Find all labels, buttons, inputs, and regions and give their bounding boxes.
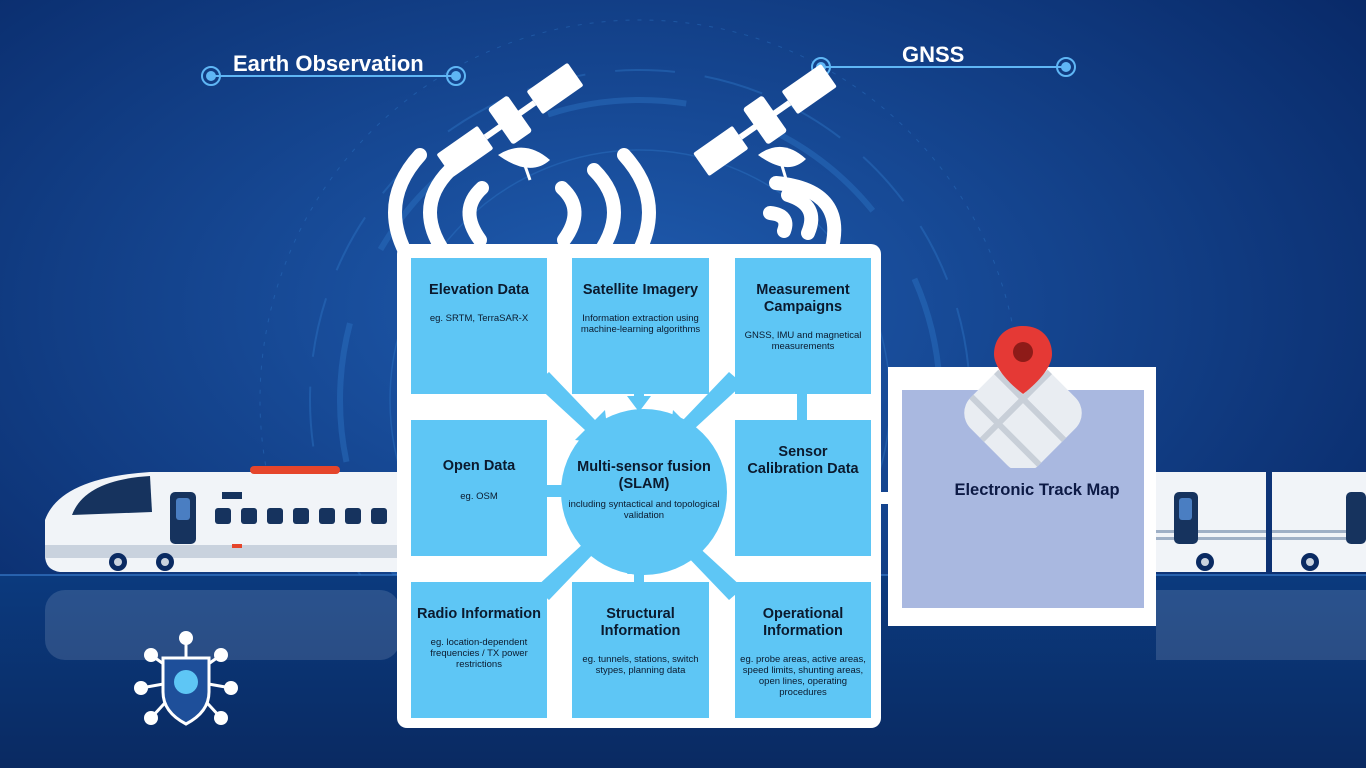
- structural-information-sub: eg. tunnels, stations, switch stypes, pl…: [582, 654, 699, 676]
- map-pin-icon: [964, 326, 1082, 468]
- earth-observation-label: Earth Observation: [233, 51, 424, 76]
- multi-sensor-fusion-hub: Multi-sensor fusion (SLAM) including syn…: [561, 409, 727, 575]
- emblem-logo: [134, 631, 238, 726]
- hub-title: Multi-sensor fusion (SLAM): [577, 459, 711, 492]
- gnss-label: GNSS: [902, 42, 965, 67]
- train-right: [1156, 472, 1366, 572]
- sensor-calibration-box: Sensor Calibration Data: [735, 420, 871, 556]
- elevation-data-box: Elevation Data eg. SRTM, TerraSAR-X: [411, 258, 547, 394]
- operational-information-title: Operational Information: [762, 606, 844, 639]
- measurement-campaigns-sub: GNSS, IMU and magnetical measurements: [744, 330, 862, 352]
- radio-information-box: Radio Information eg. location-dependent…: [411, 582, 547, 718]
- elevation-data-title: Elevation Data: [429, 282, 529, 298]
- open-data-sub: eg. OSM: [460, 491, 498, 502]
- satellite-imagery-title: Satellite Imagery: [582, 282, 699, 298]
- satellite-right-icon: [693, 64, 842, 262]
- sensor-calibration-title: Sensor Calibration Data: [747, 444, 859, 477]
- operational-information-sub: eg. probe areas, active areas, speed lim…: [740, 654, 866, 698]
- train-left: [45, 466, 400, 572]
- structural-information-box: Structural Information eg. tunnels, stat…: [572, 582, 709, 718]
- radio-information-sub: eg. location-dependent frequencies / TX …: [430, 637, 528, 670]
- satellite-imagery-sub: Information extraction using machine-lea…: [580, 313, 701, 335]
- operational-information-box: Operational Information eg. probe areas,…: [735, 582, 871, 718]
- radio-information-title: Radio Information: [416, 606, 542, 622]
- elevation-data-sub: eg. SRTM, TerraSAR-X: [429, 313, 529, 324]
- open-data-title: Open Data: [442, 458, 516, 474]
- hub-sub: including syntactical and topological va…: [568, 499, 720, 521]
- electronic-track-map-label: Electronic Track Map: [954, 481, 1120, 499]
- open-data-box: Open Data eg. OSM: [411, 420, 547, 556]
- satellite-left-icon: [388, 63, 656, 270]
- structural-information-title: Structural Information: [600, 606, 681, 639]
- measurement-campaigns-title: Measurement Campaigns: [756, 282, 850, 315]
- satellite-imagery-box: Satellite Imagery Information extraction…: [572, 258, 709, 394]
